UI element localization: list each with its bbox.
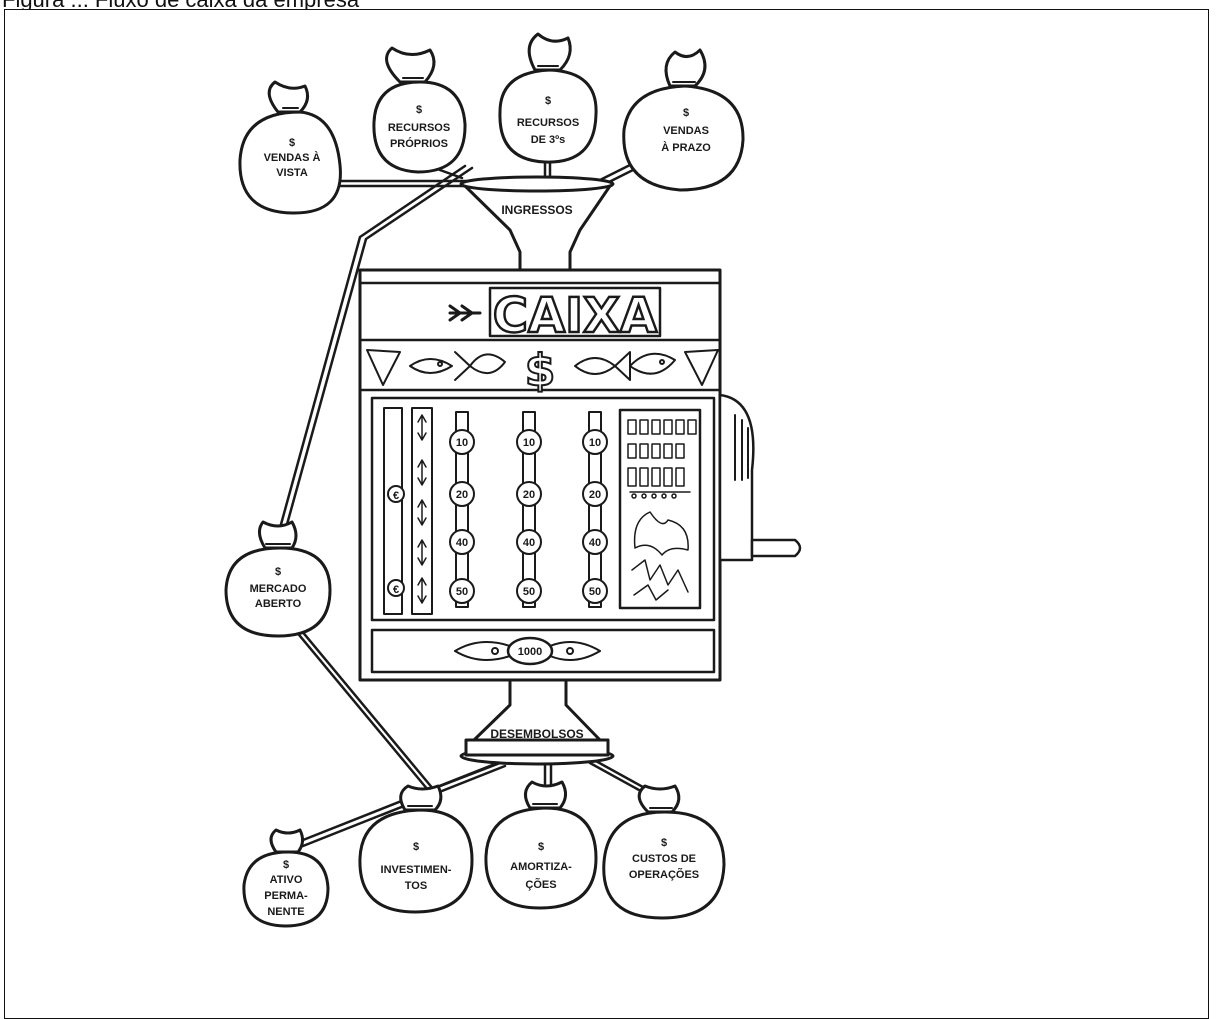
- ingressos-label: INGRESSOS: [501, 203, 572, 217]
- dial-value: 10: [523, 437, 535, 449]
- bag-symbol: $: [683, 107, 689, 119]
- dollar-sign-icon: $: [525, 345, 556, 396]
- dial-value: 10: [589, 437, 601, 449]
- bag-label-line: ÇÕES: [525, 878, 556, 891]
- bag-recursos-proprios: $ RECURSOS PRÓPRIOS: [374, 48, 465, 172]
- bag-symbol: $: [538, 841, 544, 853]
- bag-symbol: $: [413, 841, 419, 853]
- bag-label-line: PRÓPRIOS: [390, 137, 448, 150]
- bag-vendas-a-vista: $ VENDAS À VISTA: [240, 82, 341, 213]
- dial-value: 10: [456, 437, 468, 449]
- bag-label-line: CUSTOS DE: [632, 853, 696, 865]
- banknote-panel: [620, 410, 700, 608]
- ingressos-funnel: INGRESSOS: [461, 177, 613, 270]
- bag-label-line: ABERTO: [255, 598, 302, 610]
- bag-label-line: TOS: [405, 880, 427, 892]
- dial-value: 20: [523, 489, 535, 501]
- bag-label-line: OPERAÇÕES: [629, 868, 699, 881]
- bag-label-line: NENTE: [267, 906, 304, 918]
- dial-value: 50: [589, 586, 601, 598]
- bag-symbol: $: [275, 566, 281, 578]
- dial-value: 20: [589, 489, 601, 501]
- bag-label-line: VISTA: [276, 167, 308, 179]
- bag-label-line: RECURSOS: [517, 117, 579, 129]
- bag-ativo-permanente: $ ATIVO PERMA- NENTE: [244, 830, 328, 926]
- bag-label-line: VENDAS: [663, 125, 709, 137]
- bag-label-line: VENDAS À: [264, 151, 321, 164]
- bag-vendas-a-prazo: $ VENDAS À PRAZO: [624, 50, 743, 190]
- caixa-title: CAIXA: [493, 288, 657, 344]
- bag-recursos-de-terceiros: $ RECURSOS DE 3ºs: [500, 34, 596, 162]
- coin-symbol-lower: €: [393, 584, 399, 596]
- cash-register-machine: CAIXA $ € €: [360, 270, 800, 680]
- desembolsos-funnel: DESEMBOLSOS: [461, 680, 613, 764]
- bag-label-line: AMORTIZA-: [510, 861, 572, 873]
- dial-value: 40: [523, 537, 535, 549]
- dial-value: 40: [456, 537, 468, 549]
- bag-custos-de-operacoes: $ CUSTOS DE OPERAÇÕES: [604, 786, 724, 918]
- bag-symbol: $: [416, 104, 422, 116]
- dial-value: 50: [456, 586, 468, 598]
- dial-value: 50: [523, 586, 535, 598]
- bag-investimentos: $ INVESTIMEN- TOS: [360, 786, 472, 912]
- bag-label-line: ATIVO: [270, 874, 303, 886]
- bag-symbol: $: [545, 95, 551, 107]
- desembolsos-label: DESEMBOLSOS: [490, 727, 583, 741]
- crank-handle-icon: [720, 395, 800, 560]
- bag-symbol: $: [661, 837, 667, 849]
- bag-label-line: PERMA-: [264, 890, 308, 902]
- dial-value: 20: [456, 489, 468, 501]
- bag-label-line: MERCADO: [250, 583, 307, 595]
- bag-label-line: INVESTIMEN-: [381, 864, 452, 876]
- counter-value: 1000: [518, 646, 542, 658]
- coin-symbol-upper: €: [393, 490, 399, 502]
- bag-amortizacoes: $ AMORTIZA- ÇÕES: [486, 782, 596, 908]
- bag-label-line: À PRAZO: [661, 141, 711, 154]
- bag-label-line: RECURSOS: [388, 122, 450, 134]
- bag-symbol: $: [283, 859, 289, 871]
- bag-label-line: DE 3ºs: [531, 134, 566, 146]
- bag-mercado-aberto: $ MERCADO ABERTO: [226, 522, 330, 636]
- bag-symbol: $: [289, 137, 295, 149]
- dial-value: 40: [589, 537, 601, 549]
